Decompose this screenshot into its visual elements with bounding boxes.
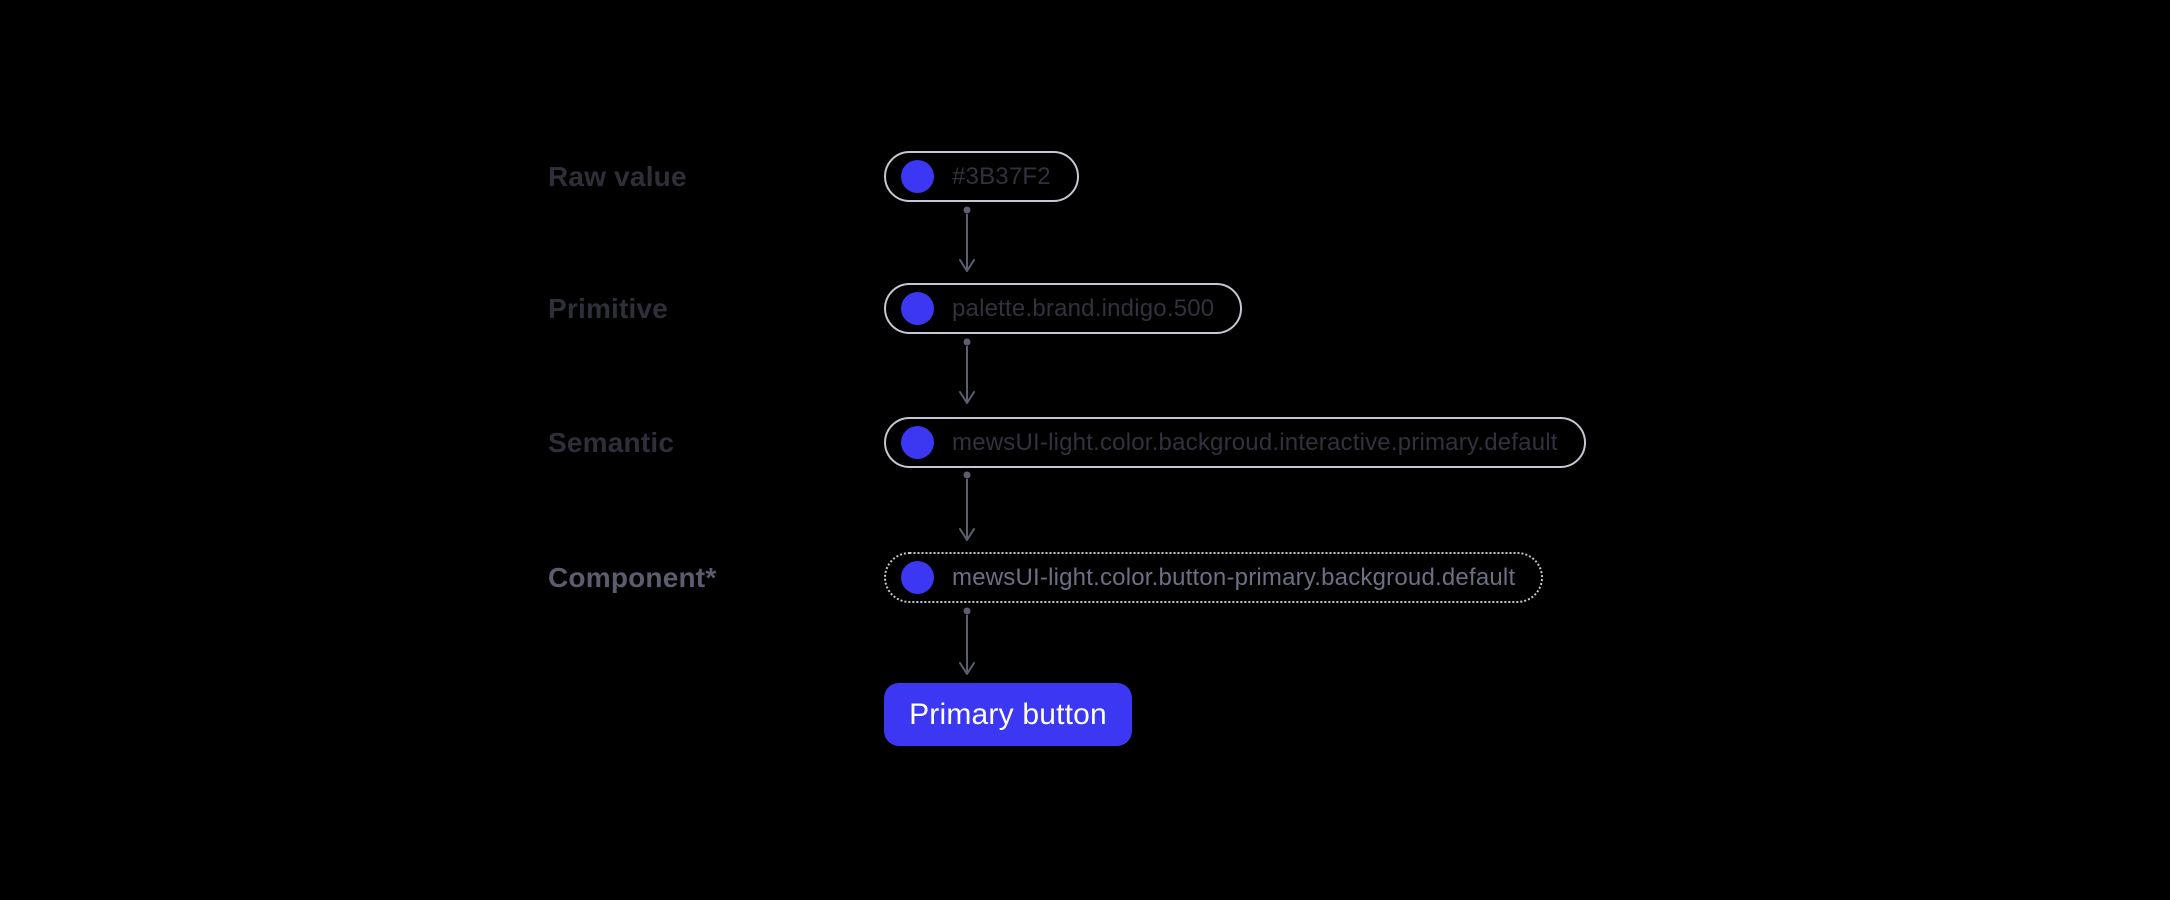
primary-button[interactable]: Primary button bbox=[884, 683, 1132, 746]
arrow-down-icon bbox=[959, 206, 975, 272]
color-swatch-icon bbox=[901, 426, 934, 459]
token-name: #3B37F2 bbox=[952, 162, 1051, 190]
arrow-down-icon bbox=[959, 338, 975, 404]
token-pill-raw-value: #3B37F2 bbox=[884, 151, 1079, 202]
token-pill-semantic: mewsUI-light.color.backgroud.interactive… bbox=[884, 417, 1586, 468]
color-swatch-icon bbox=[901, 292, 934, 325]
token-pill-component: mewsUI-light.color.button-primary.backgr… bbox=[884, 552, 1544, 603]
row-label-primitive: Primitive bbox=[548, 293, 669, 324]
row-label-raw-value: Raw value bbox=[548, 161, 687, 192]
token-pill-primitive: palette.brand.indigo.500 bbox=[884, 283, 1243, 334]
color-swatch-icon bbox=[901, 561, 934, 594]
token-name: palette.brand.indigo.500 bbox=[952, 294, 1215, 322]
token-name: mewsUI-light.color.backgroud.interactive… bbox=[952, 428, 1558, 456]
token-name: mewsUI-light.color.button-primary.backgr… bbox=[952, 563, 1516, 591]
color-swatch-icon bbox=[901, 160, 934, 193]
arrow-down-icon bbox=[959, 471, 975, 541]
row-label-component: Component* bbox=[548, 562, 717, 593]
arrow-down-icon bbox=[959, 607, 975, 675]
row-label-semantic: Semantic bbox=[548, 427, 675, 458]
